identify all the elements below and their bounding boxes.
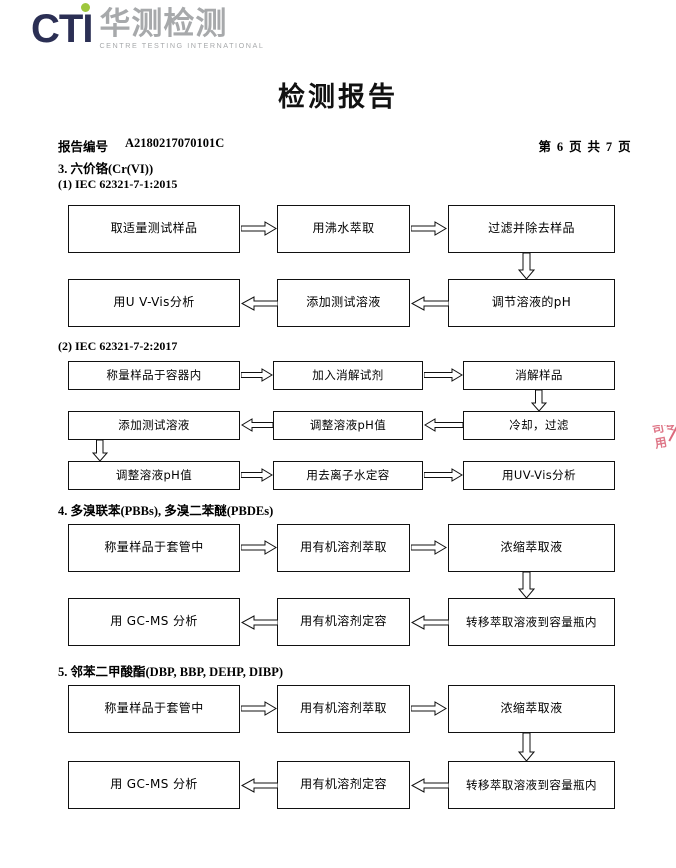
- arrow-left-icon: [424, 418, 463, 432]
- arrow-right-icon: [241, 468, 273, 482]
- arrow-left-icon: [241, 778, 278, 793]
- flow-node: 用有机溶剂定容: [277, 761, 410, 809]
- flow-node: 调整溶液pH值: [68, 461, 240, 490]
- flow-node: 用UV-Vis分析: [463, 461, 615, 490]
- arrow-right-icon: [411, 701, 447, 716]
- arrow-left-icon: [241, 296, 278, 311]
- flow-node: 用有机溶剂萃取: [277, 685, 410, 733]
- logo-green-dot-icon: [81, 3, 91, 13]
- flow-node: 称量样品于容器内: [68, 361, 240, 390]
- flow-node: 调整溶液pH值: [273, 411, 423, 440]
- arrow-down-icon: [518, 253, 535, 280]
- arrow-right-icon: [241, 540, 277, 555]
- arrow-right-icon: [411, 540, 447, 555]
- flow-node: 用有机溶剂萃取: [277, 524, 410, 572]
- flow-node: 用沸水萃取: [277, 205, 410, 253]
- flow-node: 调节溶液的pH: [448, 279, 615, 327]
- arrow-down-icon: [531, 390, 547, 412]
- flow-node: 加入消解试剂: [273, 361, 423, 390]
- flow-node: 用有机溶剂定容: [277, 598, 410, 646]
- section-heading-3: 3. 六价铬(Cr(VI)): [58, 162, 154, 176]
- red-stamp-watermark: 公司专用: [652, 425, 676, 530]
- logo-mark-cti: CTI: [31, 3, 93, 52]
- page-title: 检测报告: [278, 82, 398, 113]
- arrow-left-icon: [241, 418, 273, 432]
- flow-node: 转移萃取溶液到容量瓶内: [448, 761, 615, 809]
- flow-node: 浓缩萃取液: [448, 685, 615, 733]
- arrow-left-icon: [411, 615, 449, 630]
- page-indicator: 第 6 页 共 7 页: [538, 140, 632, 154]
- watermark-text: 公司专用: [652, 425, 676, 451]
- arrow-down-icon: [518, 572, 535, 599]
- arrow-right-icon: [241, 368, 273, 382]
- flow-node: 用U V-Vis分析: [68, 279, 240, 327]
- watermark-slash-icon: [668, 426, 676, 442]
- document-meta-row: 报告编号 A2180217070101C 第 6 页 共 7 页: [58, 136, 632, 155]
- arrow-down-icon: [92, 440, 108, 462]
- flow-node: 浓缩萃取液: [448, 524, 615, 572]
- flow-node: 用 GC-MS 分析: [68, 598, 240, 646]
- flow-node: 称量样品于套管中: [68, 685, 240, 733]
- flow-node: 消解样品: [463, 361, 615, 390]
- flow-node: 用去离子水定容: [273, 461, 423, 490]
- flow-node: 冷却，过滤: [463, 411, 615, 440]
- flow-node: 称量样品于套管中: [68, 524, 240, 572]
- logo-mark-text: CTI: [31, 7, 93, 52]
- flow-node: 取适量测试样品: [68, 205, 240, 253]
- arrow-right-icon: [241, 221, 277, 236]
- arrow-down-icon: [518, 733, 535, 762]
- company-logo: CTI 华测检测 CENTRE TESTING INTERNATIONAL: [31, 3, 264, 52]
- flow-node: 用 GC-MS 分析: [68, 761, 240, 809]
- arrow-right-icon: [424, 468, 463, 482]
- report-number-label: 报告编号: [58, 140, 109, 154]
- arrow-left-icon: [241, 615, 278, 630]
- section-subheading-3-1: (1) IEC 62321-7-1:2015: [58, 177, 178, 191]
- flow-node: 添加测试溶液: [277, 279, 410, 327]
- arrow-right-icon: [241, 701, 277, 716]
- arrow-right-icon: [411, 221, 447, 236]
- arrow-left-icon: [411, 778, 449, 793]
- report-number-group: 报告编号 A2180217070101C: [58, 136, 224, 155]
- flow-node: 添加测试溶液: [68, 411, 240, 440]
- flow-node: 转移萃取溶液到容量瓶内: [448, 598, 615, 646]
- logo-chinese-name: 华测检测: [99, 6, 228, 42]
- section-heading-4: 4. 多溴联苯(PBBs), 多溴二苯醚(PBDEs): [58, 504, 274, 518]
- arrow-right-icon: [424, 368, 463, 382]
- logo-english-name: CENTRE TESTING INTERNATIONAL: [99, 41, 265, 50]
- report-number-value: A2180217070101C: [125, 136, 225, 150]
- section-subheading-3-2: (2) IEC 62321-7-2:2017: [58, 339, 178, 353]
- arrow-left-icon: [411, 296, 449, 311]
- section-heading-5: 5. 邻苯二甲酸酯(DBP, BBP, DEHP, DIBP): [58, 665, 284, 679]
- flow-node: 过滤并除去样品: [448, 205, 615, 253]
- logo-text-block: 华测检测 CENTRE TESTING INTERNATIONAL: [99, 8, 264, 49]
